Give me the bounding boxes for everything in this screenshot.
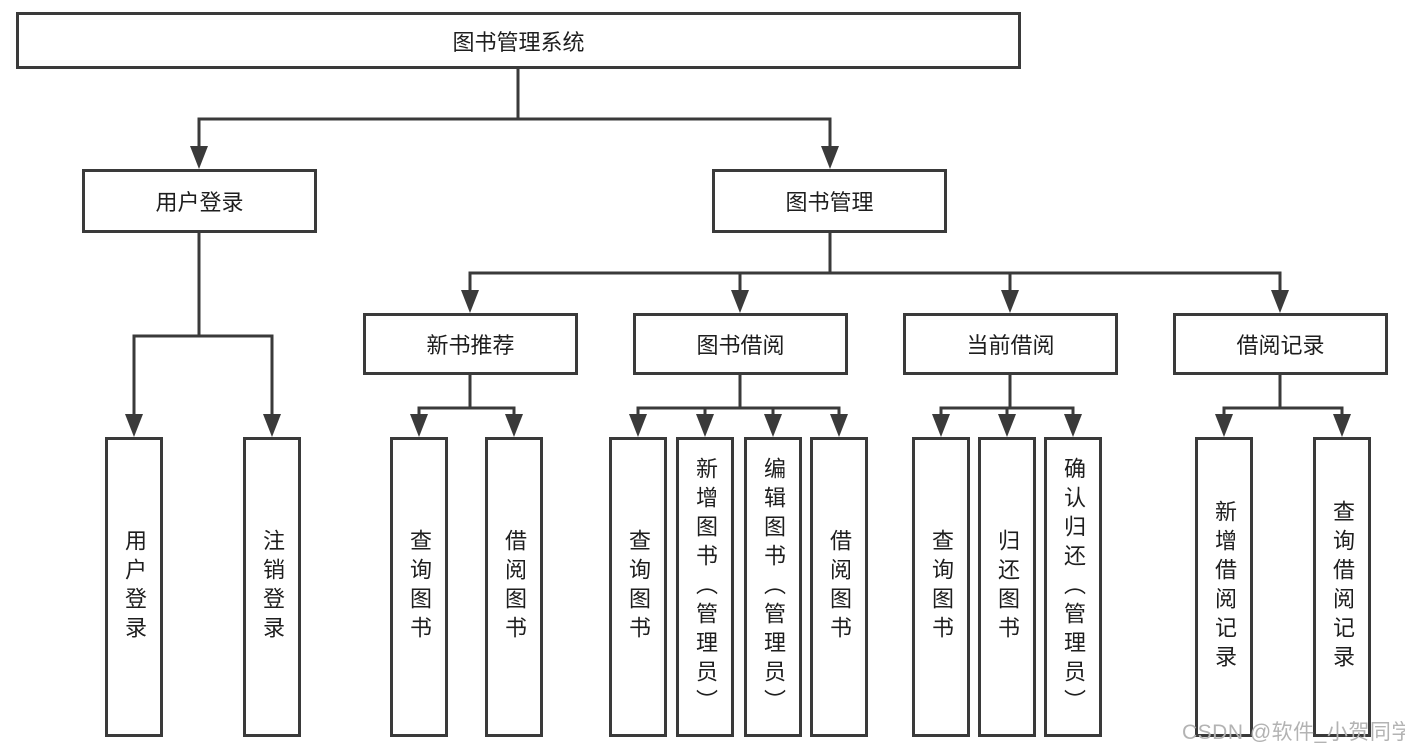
leaf-logout-label: 注销登录 [260, 529, 285, 645]
leaf-borrow-books-recommend-label: 借阅图书 [502, 529, 527, 645]
csdn-watermark: CSDN @软件_小贺同学 [1182, 721, 1405, 744]
leaf-borrow-books-borrowing-label: 借阅图书 [827, 529, 852, 645]
node-root-label: 图书管理系统 [452, 29, 585, 55]
node-root: 图书管理系统 [16, 12, 1021, 69]
node-book-management: 图书管理 [712, 169, 947, 233]
node-book-borrowing-label: 图书借阅 [696, 333, 785, 358]
node-borrowing-records: 借阅记录 [1173, 313, 1388, 375]
leaf-add-borrow-record: 新增借阅记录 [1195, 437, 1253, 737]
leaf-query-books-recommend-label: 查询图书 [407, 529, 432, 645]
leaf-borrow-books-recommend: 借阅图书 [485, 437, 543, 737]
leaf-query-books-current: 查询图书 [912, 437, 970, 737]
leaf-query-borrow-record: 查询借阅记录 [1313, 437, 1371, 737]
leaf-query-books-current-label: 查询图书 [929, 529, 954, 645]
leaf-edit-books-admin-label: 编辑图书（管理员） [761, 456, 786, 718]
node-current-borrowing: 当前借阅 [903, 313, 1118, 375]
leaf-confirm-return-admin: 确认归还（管理员） [1044, 437, 1102, 737]
node-book-borrowing: 图书借阅 [633, 313, 848, 375]
node-book-management-label: 图书管理 [785, 190, 874, 215]
node-current-borrowing-label: 当前借阅 [966, 333, 1055, 358]
leaf-query-books-recommend: 查询图书 [390, 437, 448, 737]
leaf-add-borrow-record-label: 新增借阅记录 [1212, 500, 1237, 674]
leaf-add-books-admin: 新增图书（管理员） [676, 437, 734, 737]
node-borrowing-records-label: 借阅记录 [1236, 333, 1325, 358]
node-user-login-label: 用户登录 [155, 190, 244, 215]
leaf-confirm-return-admin-label: 确认归还（管理员） [1061, 456, 1086, 718]
node-new-book-recommendation: 新书推荐 [363, 313, 578, 375]
leaf-query-books-borrowing: 查询图书 [609, 437, 667, 737]
leaf-borrow-books-borrowing: 借阅图书 [810, 437, 868, 737]
leaf-user-login: 用户登录 [105, 437, 163, 737]
leaf-logout: 注销登录 [243, 437, 301, 737]
node-user-login: 用户登录 [82, 169, 317, 233]
leaf-query-borrow-record-label: 查询借阅记录 [1330, 500, 1355, 674]
node-new-book-recommendation-label: 新书推荐 [426, 333, 515, 358]
leaf-add-books-admin-label: 新增图书（管理员） [693, 456, 718, 718]
leaf-edit-books-admin: 编辑图书（管理员） [744, 437, 802, 737]
leaf-query-books-borrowing-label: 查询图书 [626, 529, 651, 645]
leaf-return-books: 归还图书 [978, 437, 1036, 737]
leaf-return-books-label: 归还图书 [995, 529, 1020, 645]
leaf-user-login-label: 用户登录 [122, 529, 147, 645]
